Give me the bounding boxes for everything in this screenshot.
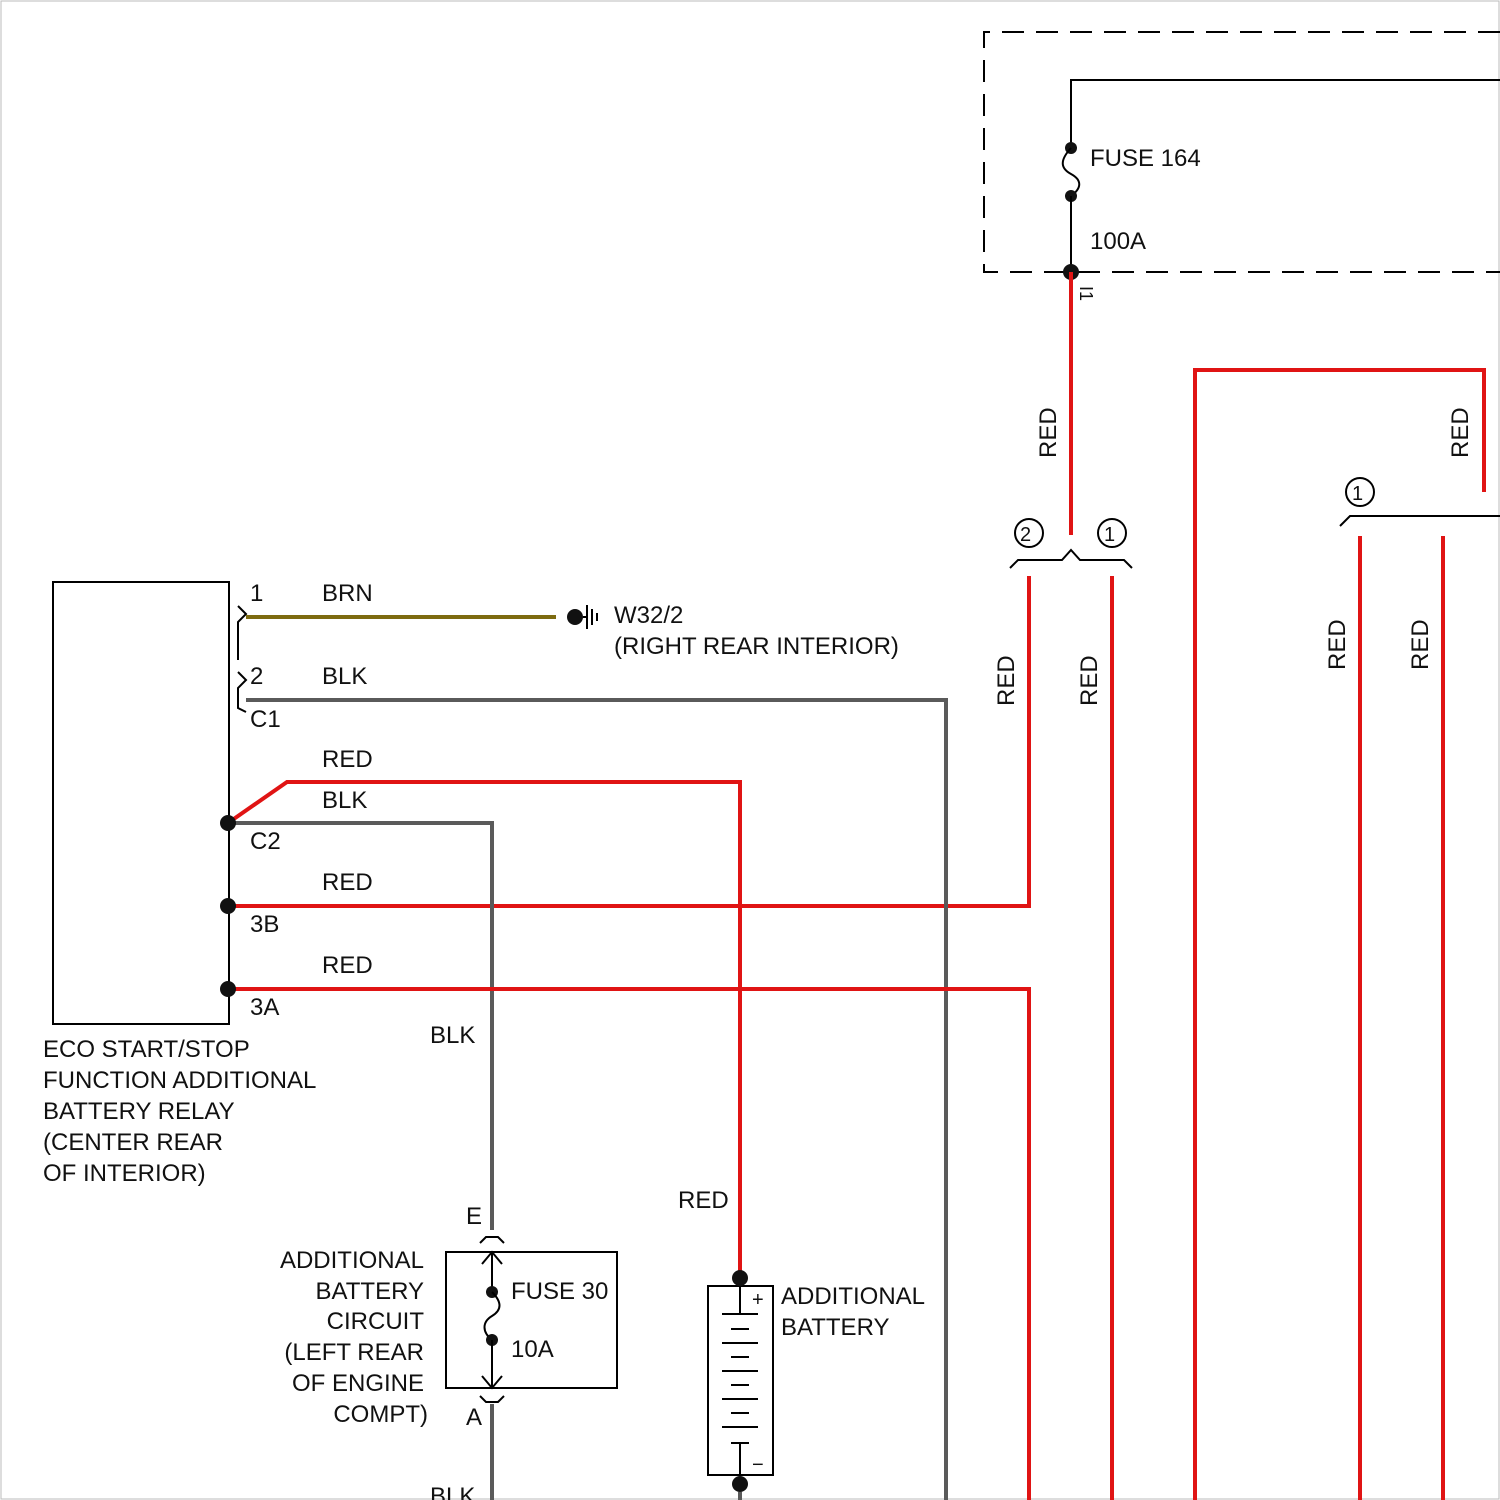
fuse-box-dashed-outline xyxy=(984,32,1500,272)
wire-label-red-3a: RED xyxy=(322,952,373,979)
connector-c1-label: C1 xyxy=(250,706,281,733)
splice-marker-1: 1 xyxy=(1104,524,1115,546)
battery-label-line-1: ADDITIONAL xyxy=(781,1283,925,1310)
wire-label-red-right-1: RED xyxy=(1324,619,1351,670)
wire-label-brn: BRN xyxy=(322,580,373,607)
relay-pin-2: 2 xyxy=(250,663,263,690)
fuse-30-circuit-line-5: OF ENGINE xyxy=(292,1370,424,1397)
wire-label-red-3b: RED xyxy=(322,869,373,896)
fuse-30-pin-e: E xyxy=(466,1203,482,1230)
connector-c1-bracket xyxy=(238,606,246,712)
battery-negative-dot xyxy=(732,1476,748,1492)
battery-relay: ECO START/STOP FUNCTION ADDITIONAL BATTE… xyxy=(43,582,316,1187)
fuse-30-top-connector xyxy=(480,1237,504,1243)
relay-pin-3b: 3B xyxy=(250,911,279,938)
wire-label-red-battery: RED xyxy=(678,1187,729,1214)
wire-label-blk-c2: BLK xyxy=(322,787,367,814)
battery-minus-sign: − xyxy=(752,1454,764,1476)
fuse-164-pin-label: I1 xyxy=(1076,286,1096,301)
fuse-30-outline xyxy=(446,1252,617,1388)
fuse-164-element xyxy=(1063,148,1080,196)
fuse-30-name: FUSE 30 xyxy=(511,1278,608,1305)
fuse-164-supply-line xyxy=(1071,80,1500,148)
fuse-30-circuit-line-6: COMPT) xyxy=(333,1401,428,1428)
pin-dot-3b xyxy=(220,898,236,914)
battery-label-line-2: BATTERY xyxy=(781,1314,889,1341)
wire-label-blk-fuse30-bottom: BLK xyxy=(430,1483,475,1500)
ground-symbol-icon xyxy=(567,605,597,629)
fuse-30-rating: 10A xyxy=(511,1336,554,1363)
splice-connector-right: 1 xyxy=(1340,478,1500,526)
wire-label-red-right-2: RED xyxy=(1407,619,1434,670)
fuse-30-circuit-line-2: BATTERY xyxy=(316,1278,424,1305)
pin-dot-c2 xyxy=(220,815,236,831)
wire-label-blk-fuse30-top: BLK xyxy=(430,1022,475,1049)
battery-positive-dot xyxy=(732,1270,748,1286)
fuse-30-bottom-connector xyxy=(480,1396,504,1402)
additional-battery: + − ADDITIONAL BATTERY xyxy=(708,1270,925,1492)
ground-name: W32/2 xyxy=(614,602,683,629)
relay-body xyxy=(53,582,229,1024)
wire-label-red-splice-2: RED xyxy=(993,655,1020,706)
battery-plus-sign: + xyxy=(752,1289,764,1311)
fuse-164-rating: 100A xyxy=(1090,228,1146,255)
wire-label-red-splice-1: RED xyxy=(1076,655,1103,706)
fuse-30-pin-a: A xyxy=(466,1404,482,1431)
wire-red-right-loop xyxy=(1195,370,1484,1500)
wire-label-red-right-top: RED xyxy=(1447,407,1474,458)
fuse-30-circuit-line-4: (LEFT REAR xyxy=(284,1339,424,1366)
fuse-164-box: FUSE 164 100A I1 xyxy=(984,32,1500,301)
ground-location: (RIGHT REAR INTERIOR) xyxy=(614,633,899,660)
fuse-30-circuit-line-1: ADDITIONAL xyxy=(280,1247,424,1274)
fuse-30-box: E FUSE 30 10A A ADDITIONAL BATTERY CIRCU… xyxy=(280,1203,617,1431)
splice-marker-1-right: 1 xyxy=(1352,483,1363,505)
wire-red-c2-to-battery xyxy=(228,782,740,1278)
wire-label-red-c2: RED xyxy=(322,746,373,773)
relay-pin-1: 1 xyxy=(250,580,263,607)
wire-label-red-fuse164: RED xyxy=(1035,407,1062,458)
pin-dot-3a xyxy=(220,981,236,997)
fuse-30-circuit-line-3: CIRCUIT xyxy=(327,1308,425,1335)
relay-pin-3a: 3A xyxy=(250,994,279,1021)
fuse-164-name: FUSE 164 xyxy=(1090,145,1201,172)
splice-marker-2: 2 xyxy=(1020,524,1031,546)
wire-label-blk-pin2: BLK xyxy=(322,663,367,690)
relay-label-line-3: BATTERY RELAY xyxy=(43,1098,235,1125)
relay-label-line-5: OF INTERIOR) xyxy=(43,1160,206,1187)
relay-label-line-1: ECO START/STOP xyxy=(43,1036,250,1063)
relay-label-line-2: FUNCTION ADDITIONAL xyxy=(43,1067,316,1094)
relay-label-line-4: (CENTER REAR xyxy=(43,1129,223,1156)
connector-c2-label: C2 xyxy=(250,828,281,855)
